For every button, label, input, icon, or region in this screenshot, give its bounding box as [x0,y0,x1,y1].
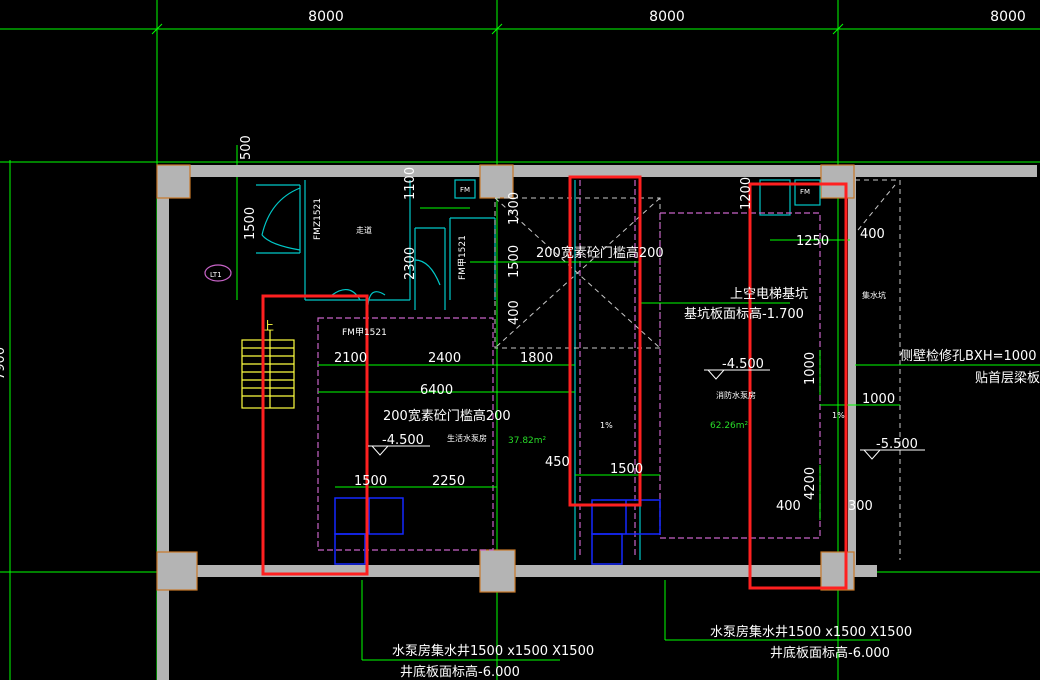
svg-text:上空电梯基坑: 上空电梯基坑 [730,287,808,302]
svg-text:1300: 1300 [507,192,522,225]
left-dim-1500: 1500 [243,207,258,240]
dimension-lines [318,207,1040,661]
svg-text:4200: 4200 [803,467,818,500]
svg-text:6400: 6400 [420,383,453,398]
lt-marker [204,264,232,282]
column-bm [479,549,516,593]
pit-dashed [494,179,901,560]
left-dim-500: 500 [239,135,254,160]
svg-text:井底板面标高-6.000: 井底板面标高-6.000 [400,664,520,680]
svg-text:2250: 2250 [432,474,465,489]
highlight-box-3 [748,182,848,590]
svg-text:2300: 2300 [403,247,418,280]
svg-text:400: 400 [776,499,801,514]
svg-text:1500: 1500 [354,474,387,489]
svg-text:1500: 1500 [507,245,522,278]
tick [832,23,844,35]
svg-text:1500: 1500 [610,462,643,477]
columns [156,164,855,593]
pump-equipment [334,497,661,565]
highlight-boxes [261,175,848,590]
lt-label: LT1 [210,271,222,279]
axis-dim-1: 8000 [308,9,344,25]
area-fire: 62.26m² [710,421,749,431]
svg-text:1%: 1% [600,421,613,430]
column-br [820,551,855,591]
column-tl [156,164,191,199]
elevation-markers: -4.500 -4.500 -5.500 [368,357,925,460]
stair-up-label: 上 [262,319,274,333]
svg-text:-4.500: -4.500 [382,433,424,448]
svg-text:1200: 1200 [739,177,754,210]
svg-text:1%: 1% [832,411,845,420]
svg-text:水泵房集水井1500 x1500 X1500: 水泵房集水井1500 x1500 X1500 [392,643,594,659]
svg-text:FM: FM [800,188,810,196]
svg-text:FMZ1521: FMZ1521 [313,198,323,240]
svg-text:水泵房集水井1500 x1500 X1500: 水泵房集水井1500 x1500 X1500 [710,624,912,640]
highlight-box-1 [261,294,369,576]
walls [157,165,1037,680]
svg-text:400: 400 [507,300,522,325]
highlight-box-2 [568,175,642,507]
svg-text:1800: 1800 [520,351,553,366]
room-boundaries-magenta [317,180,821,555]
dimension-text: 1100 2300 1300 1500 400 1200 1250 400 21… [334,167,895,514]
svg-text:消防水泵房: 消防水泵房 [716,390,756,400]
axis-dim-3: 8000 [990,9,1026,25]
column-tr [820,164,855,199]
svg-text:1250: 1250 [796,234,829,249]
svg-text:FM甲1521: FM甲1521 [342,327,387,338]
column-bl [156,551,198,591]
svg-text:走道: 走道 [356,225,372,235]
svg-text:1000: 1000 [803,352,818,385]
svg-text:400: 400 [860,227,885,242]
svg-text:-4.500: -4.500 [722,357,764,372]
svg-text:生活水泵房: 生活水泵房 [447,433,487,443]
svg-text:450: 450 [545,455,570,470]
left-dim-7900: 7900 [0,347,8,380]
svg-text:1000: 1000 [862,392,895,407]
svg-text:2400: 2400 [428,351,461,366]
svg-text:1100: 1100 [403,167,418,200]
svg-text:井底板面标高-6.000: 井底板面标高-6.000 [770,645,890,661]
svg-text:集水坑: 集水坑 [862,290,886,300]
svg-text:200宽素砼门槛高200: 200宽素砼门槛高200 [383,408,511,424]
wall-right-inner [848,177,856,577]
svg-text:FM甲1521: FM甲1521 [457,235,468,280]
wall-left [157,165,169,680]
svg-text:侧壁检修孔BXH=1000 X7: 侧壁检修孔BXH=1000 X7 [900,349,1040,364]
wall-top [157,165,1037,177]
axis-dim-2: 8000 [649,9,685,25]
tick [491,23,503,35]
svg-text:300: 300 [848,499,873,514]
svg-text:2100: 2100 [334,351,367,366]
svg-text:贴首层梁板底: 贴首层梁板底 [975,370,1040,386]
room-labels: FMZ1521 FM甲1521 FM甲1521 走道 200宽素砼门槛高200 … [313,186,1040,680]
svg-text:基坑板面标高-1.700: 基坑板面标高-1.700 [684,306,804,322]
svg-text:200宽素砼门槛高200: 200宽素砼门槛高200 [536,245,664,261]
svg-text:FM: FM [460,186,470,194]
svg-text:-5.500: -5.500 [876,437,918,452]
tick [151,23,163,35]
area-domestic: 37.82m² [508,436,547,446]
stair [241,330,295,409]
